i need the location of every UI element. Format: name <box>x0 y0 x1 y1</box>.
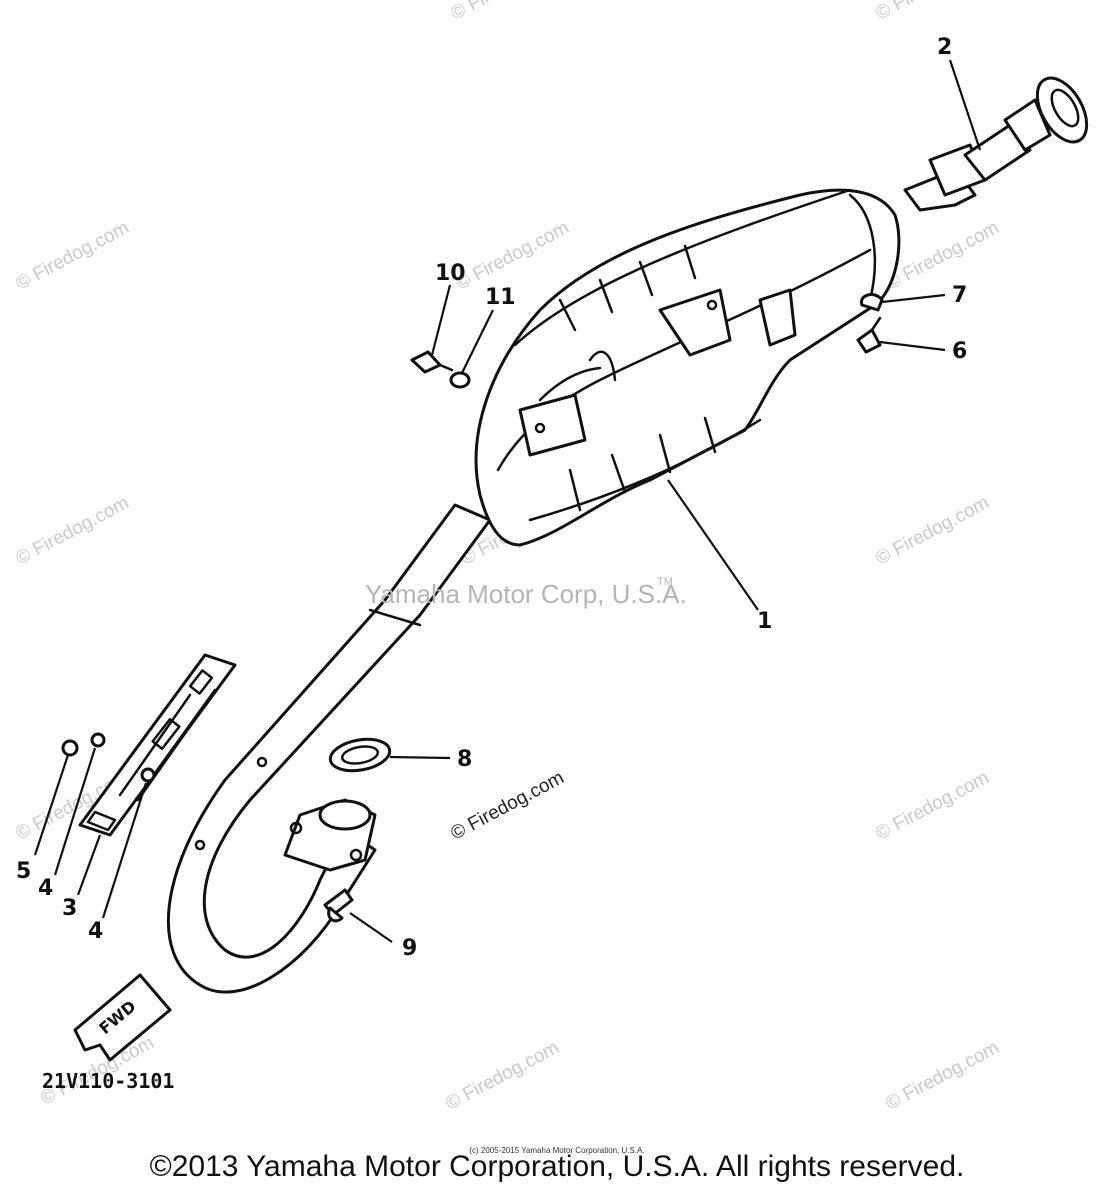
washer-7 <box>859 293 884 312</box>
callout-10: 10 <box>435 261 466 286</box>
callout-6: 6 <box>952 339 967 364</box>
bolt-6 <box>856 316 882 354</box>
watermark-layer: © Firedog.com © Firedog.com © Firedog.co… <box>12 0 1002 1114</box>
watermark: © Firedog.com <box>872 492 992 569</box>
gasket <box>328 737 392 773</box>
callout-3: 3 <box>62 896 77 921</box>
silencer-end-cap <box>903 76 1089 212</box>
leader-lines <box>33 59 982 943</box>
copyright-notice: ©2013 Yamaha Motor Corporation, U.S.A. A… <box>149 1150 965 1183</box>
callout-11: 11 <box>485 285 516 310</box>
callout-5: 5 <box>16 859 31 884</box>
callout-8: 8 <box>457 747 472 772</box>
diagram-code: 21V110-3101 <box>42 1069 174 1093</box>
callout-9: 9 <box>402 936 417 961</box>
callout-1: 1 <box>757 609 772 634</box>
washer-4-top <box>90 732 106 748</box>
watermark: © Firedog.com <box>452 217 572 294</box>
trademark-text: Yamaha Motor Corp, U.S.A. <box>365 579 687 609</box>
bolt-9 <box>323 888 354 923</box>
bolt-10 <box>410 350 454 374</box>
exhaust-muffler-body <box>474 188 901 547</box>
callout-2: 2 <box>937 35 952 60</box>
watermark: © Firedog.com <box>447 0 567 24</box>
exhaust-flange <box>283 798 377 872</box>
watermark: © Firedog.com <box>12 492 132 569</box>
small-credit: (c) 2005-2015 Yamaha Motor Corporation, … <box>469 1146 645 1155</box>
callout-7: 7 <box>952 283 967 308</box>
watermark: © Firedog.com <box>872 0 992 24</box>
callout-4b: 4 <box>88 919 103 944</box>
forward-direction-arrow: FWD <box>73 973 172 1062</box>
washer-4-bottom <box>140 767 156 783</box>
watermark: © Firedog.com <box>12 217 132 294</box>
trademark-mark: TM <box>657 576 673 588</box>
watermark: © Firedog.com <box>872 767 992 844</box>
watermark: © Firedog.com <box>882 1037 1002 1114</box>
screw-5 <box>61 739 79 757</box>
callout-4a: 4 <box>38 876 53 901</box>
watermark: © Firedog.com <box>447 767 567 844</box>
callout-labels: 2 7 6 10 11 1 8 9 5 4 3 4 <box>16 35 967 961</box>
washer-11 <box>449 371 471 389</box>
watermark: © Firedog.com <box>882 217 1002 294</box>
heat-protector-plate <box>78 653 237 837</box>
watermark: © Firedog.com <box>442 1037 562 1114</box>
